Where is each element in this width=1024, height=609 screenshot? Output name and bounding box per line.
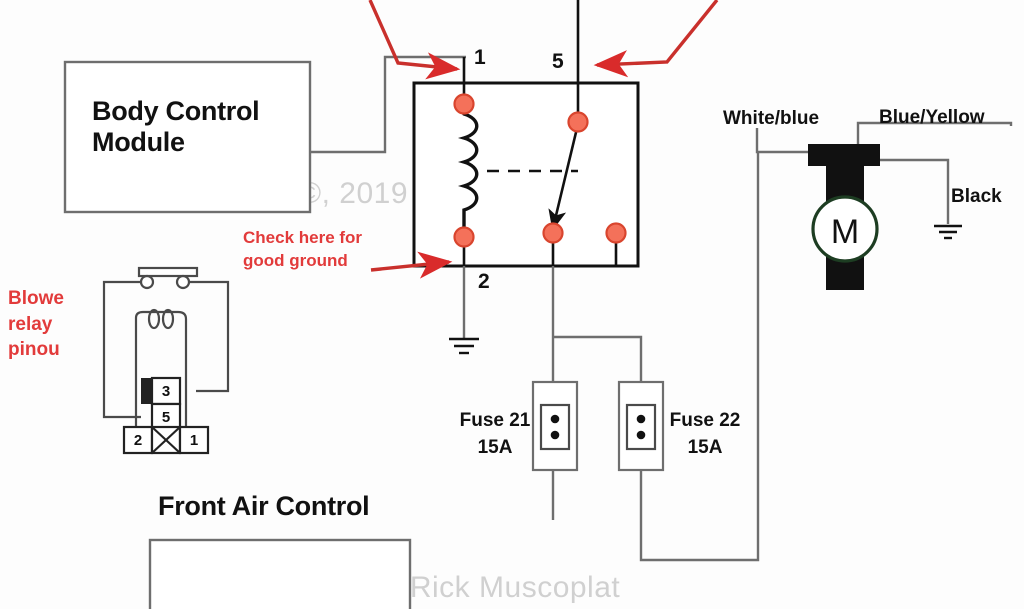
annotation-arrow-pin5 (593, 0, 719, 78)
fuse-22-label: Fuse 22 15A (669, 410, 741, 458)
body-control-module-label: Body Control Module (92, 96, 260, 158)
fuse-22 (617, 380, 665, 472)
wire-label-blue-yellow: Blue/Yellow (879, 107, 985, 128)
front-air-control-label: Front Air Control (158, 491, 370, 521)
relay-coil (457, 112, 479, 235)
pinout-pin-2-label: 2 (133, 432, 143, 449)
body-control-module-box (63, 60, 312, 214)
front-air-control-box (148, 538, 412, 609)
annotation-arrow-pin1 (368, 0, 461, 80)
annotation-arrow-ground-check (370, 251, 453, 279)
wire-label-white-blue: White/blue (723, 108, 820, 129)
relay-terminal-dot-common (542, 222, 564, 244)
relay-switch-arm (548, 123, 580, 231)
wire-black (880, 158, 950, 224)
motor-symbol-circle (811, 195, 879, 263)
fuse-21-label: Fuse 21 15A (459, 410, 531, 458)
relay-pin-2-label: 2 (478, 270, 490, 293)
blower-relay-pinout-drawing (102, 266, 230, 455)
fuse-21 (531, 380, 579, 472)
motor-connector-block (808, 144, 880, 166)
blower-relay-pinout-annotation: Blowe relay pinou (8, 288, 64, 361)
wire-label-black: Black (951, 186, 1002, 207)
relay-terminal-dot-pin2 (453, 226, 475, 248)
pinout-pin-5-label: 5 (161, 409, 171, 426)
motor-symbol-letter: M (831, 213, 859, 251)
pinout-pin-3-label: 3 (161, 383, 171, 400)
relay-terminal-dot-pin5 (567, 111, 589, 133)
relay-terminal-dot-spare (605, 222, 627, 244)
ground-symbol-relay (449, 337, 479, 355)
wire-blue-yellow (856, 121, 1013, 148)
relay-pin-1-label: 1 (474, 46, 486, 69)
pinout-pin-1-label: 1 (189, 432, 199, 449)
ground-symbol-black-wire (934, 224, 962, 240)
wire-branch-to-fuse22 (553, 335, 643, 382)
relay-body (412, 81, 640, 268)
relay-terminal-dot-pin1 (453, 93, 475, 115)
wire-fuse22-to-motor-connector (639, 152, 760, 562)
relay-pin-5-label: 5 (552, 50, 564, 73)
check-ground-annotation: Check here for good ground (243, 228, 363, 270)
